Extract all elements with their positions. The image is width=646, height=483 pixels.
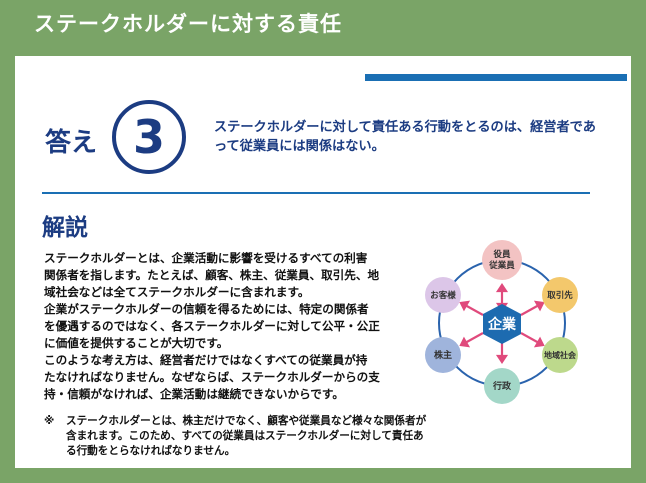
arrowhead-lower-right	[533, 336, 545, 348]
arrowhead-top	[495, 283, 509, 293]
answer-label: 答え	[45, 128, 98, 158]
body-line: たなければなりません。なぜならば、ステークホルダーからの支	[44, 370, 380, 384]
body-line: を優遇するのではなく、各ステークホルダーに対して公平・公正	[44, 319, 380, 333]
node-executives-line1: 役員	[492, 249, 511, 260]
node-executives-line2: 従業員	[488, 260, 515, 271]
body-line: 関係者を指します。たとえば、顧客、株主、従業員、取引先、地	[44, 268, 380, 282]
arrowhead-upper-left	[459, 300, 471, 312]
stakeholder-diagram: 企業 役員 従業員 取引先 地域社会 行政 株主 お客様	[425, 240, 578, 404]
arrow-upper-left	[464, 304, 484, 316]
company-hexagon	[483, 304, 521, 344]
answer-number-circle: 3	[112, 100, 186, 174]
arrowhead-lower-left	[459, 336, 471, 348]
node-customers-label: お客様	[430, 290, 456, 301]
explanation-body: ステークホルダーとは、企業活動に影響を受けるすべての利害 関係者を指します。たと…	[44, 250, 429, 403]
node-community-label: 地域社会	[544, 350, 576, 360]
explanation-heading: 解説	[42, 215, 88, 241]
accent-bar	[365, 74, 627, 81]
arrow-upper-right	[520, 304, 540, 316]
body-line: 持・信頼がなければ、企業活動は継続できないからです。	[44, 387, 344, 401]
body-line: 域社会などは全てステークホルダーに含まれます。	[44, 285, 310, 299]
note-text: ステークホルダーとは、株主だけでなく、顧客や従業員など様々な関係者が含まれます。…	[66, 415, 427, 457]
arrowhead-bottom	[495, 354, 509, 364]
node-community	[542, 337, 578, 373]
arrow-lower-right	[520, 332, 540, 344]
footnote: ※ ステークホルダーとは、株主だけでなく、顧客や従業員など様々な関係者が含まれま…	[44, 414, 434, 459]
answer-number: 3	[132, 110, 165, 164]
node-government	[484, 368, 520, 404]
company-label: 企業	[487, 316, 517, 333]
note-mark: ※	[44, 415, 55, 427]
node-customers	[425, 277, 461, 313]
body-line: ステークホルダーとは、企業活動に影響を受けるすべての利害	[44, 251, 368, 265]
node-shareholders-label: 株主	[434, 349, 452, 361]
body-line: 企業がステークホルダーの信頼を得るためには、特定の関係者	[44, 302, 369, 316]
answer-text: ステークホルダーに対して責任ある行動をとるのは、経営者であって従業員には関係はな…	[214, 120, 596, 154]
page-title: ステークホルダーに対する責任	[34, 12, 342, 36]
node-suppliers	[542, 277, 578, 313]
body-line: に価値を提供することが大切です。	[44, 336, 229, 350]
arrow-lower-left	[464, 332, 484, 344]
section-divider	[42, 192, 590, 194]
node-suppliers-label: 取引先	[547, 290, 573, 301]
body-line: このような考え方は、経営者だけではなくすべての従業員が持	[44, 353, 368, 367]
node-government-label: 行政	[492, 380, 512, 392]
node-executives	[482, 240, 522, 280]
arrows	[459, 283, 545, 364]
node-shareholders	[425, 337, 461, 373]
arrowhead-upper-right	[533, 300, 545, 312]
